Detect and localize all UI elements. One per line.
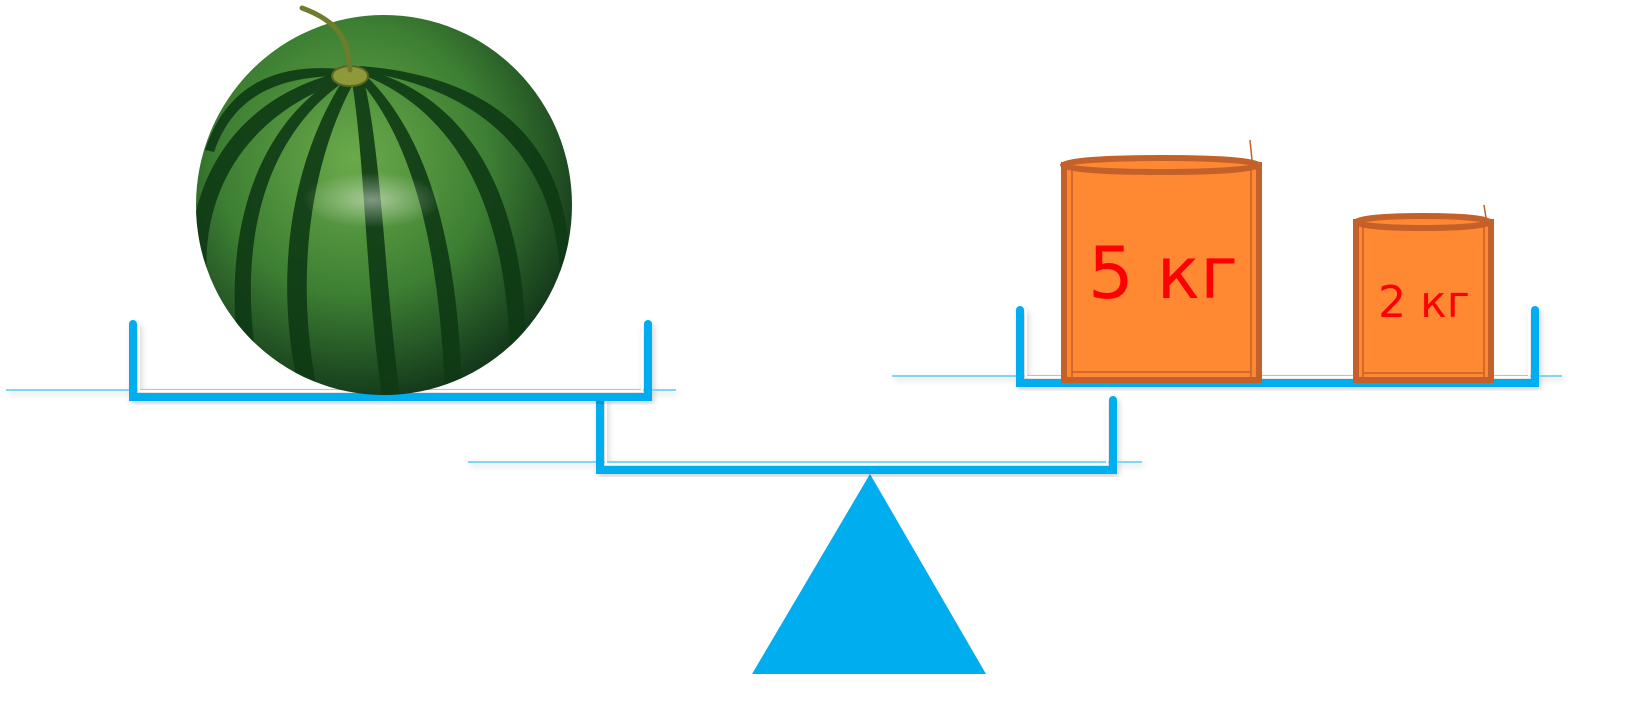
- weight-2kg: 2 кг: [1356, 205, 1491, 380]
- weight-label-5kg: 5 кг: [1088, 231, 1238, 315]
- balance-beam: [468, 400, 1142, 470]
- watermelon-icon: [190, 8, 572, 395]
- weight-5kg: 5 кг: [1063, 140, 1259, 380]
- weight-label-2kg: 2 кг: [1378, 277, 1470, 328]
- fulcrum-triangle: [752, 474, 986, 674]
